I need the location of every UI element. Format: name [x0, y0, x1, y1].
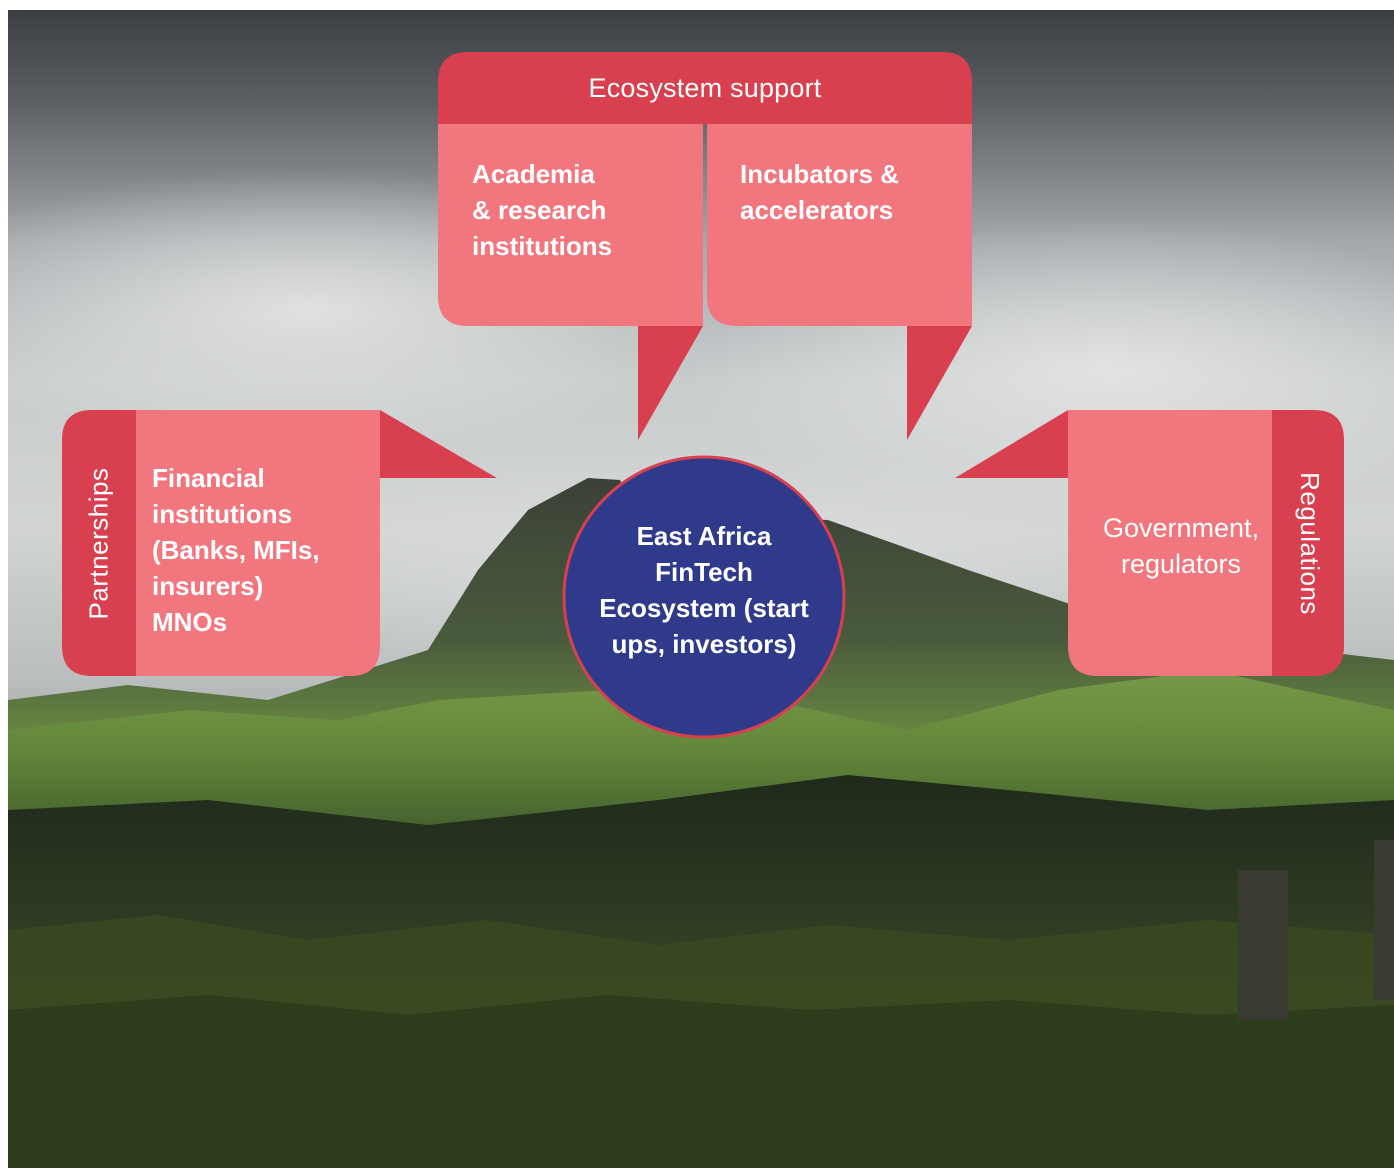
- center-line-3: Ecosystem (start: [599, 593, 809, 623]
- top-left-callout-pointer: [638, 326, 703, 440]
- government-line-1: Government,: [1102, 513, 1260, 543]
- financial-line-4: insurers): [152, 571, 264, 601]
- ecosystem-support-header: Ecosystem support: [438, 52, 972, 124]
- right-box: [1068, 410, 1272, 676]
- center-circle-text: East Africa FinTech Ecosystem (start ups…: [562, 518, 846, 662]
- partnerships-side-bar: Partnerships: [62, 410, 136, 676]
- financial-institutions-box-text: Financial institutions (Banks, MFIs, ins…: [152, 460, 377, 640]
- incubators-line-1: Incubators &: [740, 159, 899, 189]
- ecosystem-support-label: Ecosystem support: [588, 72, 822, 103]
- top-header-bar: [438, 52, 972, 124]
- center-circle: [562, 455, 846, 739]
- right-callout-pointer: [955, 410, 1068, 478]
- financial-line-2: institutions: [152, 499, 293, 529]
- academia-box-text: Academia & research institutions: [472, 156, 687, 264]
- incubators-line-2: accelerators: [740, 195, 894, 225]
- top-left-box: [438, 124, 703, 326]
- academia-line-3: institutions: [472, 231, 613, 261]
- left-box: [136, 410, 380, 676]
- right-side-bar: [1272, 410, 1344, 676]
- center-line-2: FinTech: [655, 557, 753, 587]
- incubators-box-text: Incubators & accelerators: [740, 156, 960, 228]
- academia-line-1: Academia: [472, 159, 595, 189]
- financial-line-3: (Banks, MFIs,: [152, 535, 320, 565]
- left-callout-pointer: [380, 410, 497, 478]
- top-right-callout-pointer: [907, 326, 972, 440]
- financial-line-5: MNOs: [152, 607, 228, 637]
- left-side-bar: [62, 410, 136, 676]
- financial-line-1: Financial: [152, 463, 265, 493]
- center-line-1: East Africa: [636, 521, 772, 551]
- partnerships-label: Partnerships: [83, 467, 114, 619]
- government-box-text: Government, regulators: [1078, 510, 1284, 582]
- government-line-2: regulators: [1120, 549, 1242, 579]
- regulations-label: Regulations: [1294, 471, 1325, 615]
- academia-line-2: & research: [472, 195, 607, 225]
- top-right-box: [707, 124, 972, 326]
- center-line-4: ups, investors): [611, 629, 797, 659]
